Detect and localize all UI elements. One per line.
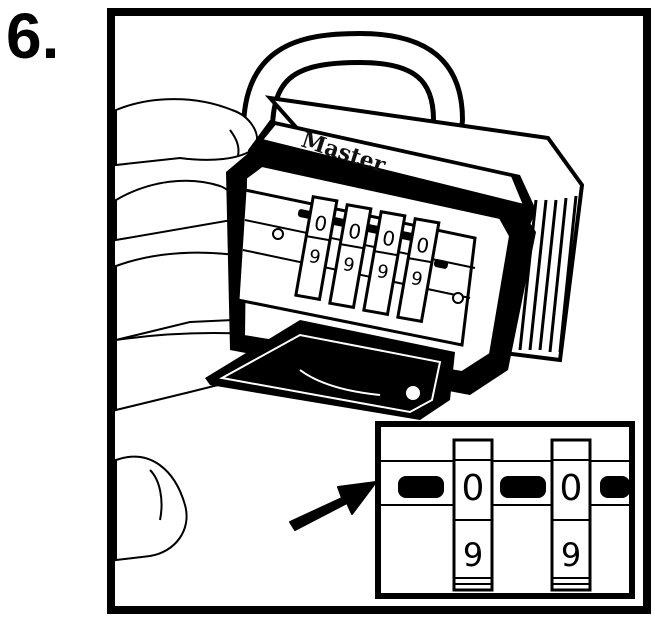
zoom-inset: 0 9 0 9	[378, 424, 632, 596]
inset-dial-1-top: 0	[462, 468, 485, 509]
inset-dial-2-bottom: 9	[561, 536, 581, 574]
inset-dial-1-bottom: 9	[463, 536, 483, 574]
inset-dial-1: 0 9	[454, 440, 492, 590]
inset-dial-2: 0 9	[552, 440, 590, 590]
inset-dial-2-top: 0	[560, 468, 583, 509]
